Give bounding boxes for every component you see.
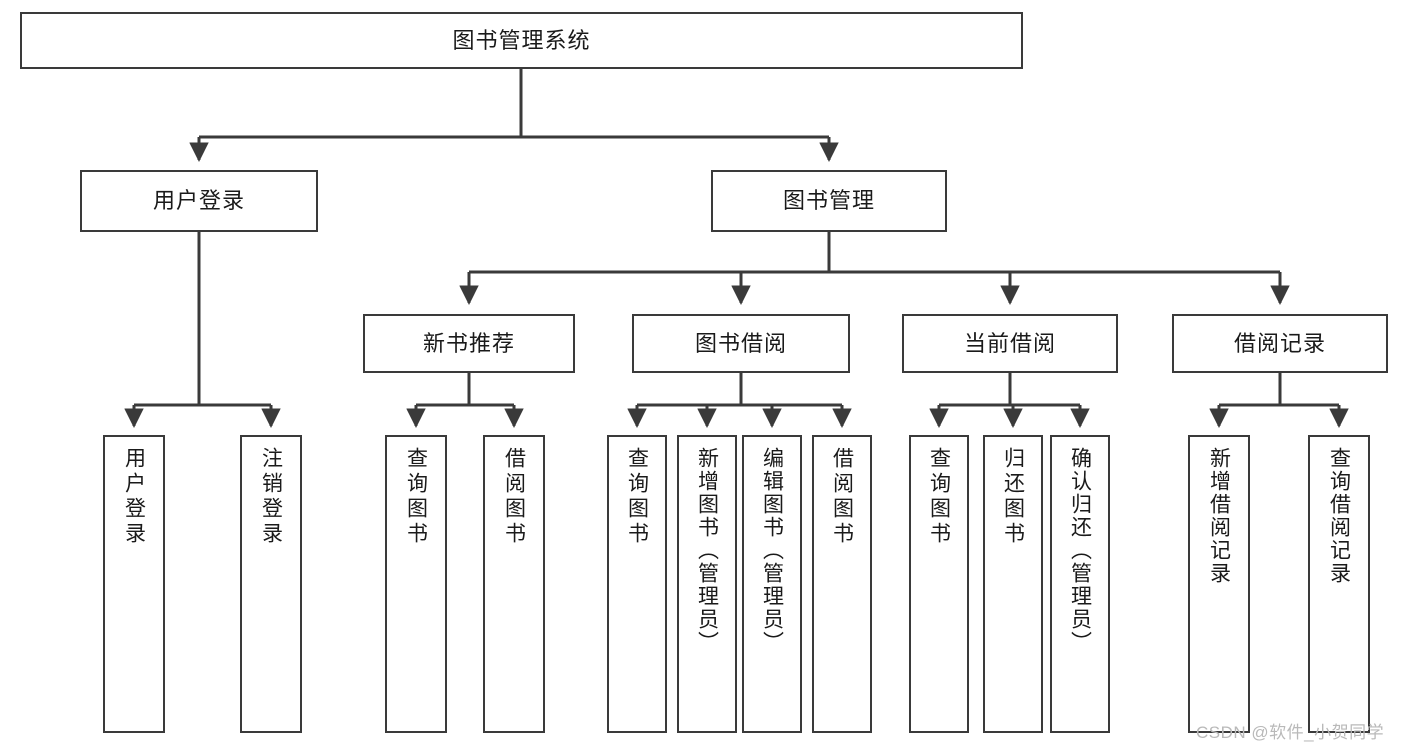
leaf-borrow-book[interactable]: 借阅图书 (812, 435, 872, 733)
node-current-borrow[interactable]: 当前借阅 (902, 314, 1118, 373)
node-borrow-record[interactable]: 借阅记录 (1172, 314, 1388, 373)
node-label: 查询借阅记录 (1327, 447, 1351, 585)
node-label: 新增借阅记录 (1207, 447, 1231, 585)
node-label: 注销登录 (259, 447, 283, 547)
node-label: 图书管理系统 (452, 27, 591, 53)
node-label: 借阅记录 (1233, 330, 1326, 356)
node-new-book-recommend[interactable]: 新书推荐 (363, 314, 575, 373)
leaf-borrow-book-recommend[interactable]: 借阅图书 (483, 435, 545, 733)
node-label: 用户登录 (122, 447, 146, 547)
node-label: 查询图书 (625, 447, 649, 547)
node-book-management[interactable]: 图书管理 (711, 170, 947, 232)
node-label: 用户登录 (152, 188, 245, 214)
node-label: 当前借阅 (963, 330, 1056, 356)
node-label: 新书推荐 (422, 330, 515, 356)
node-label: 查询图书 (927, 447, 951, 547)
node-book-borrow[interactable]: 图书借阅 (632, 314, 850, 373)
node-label: 借阅图书 (502, 447, 526, 547)
leaf-edit-book-admin[interactable]: 编辑图书（管理员） (742, 435, 802, 733)
leaf-query-book-borrow[interactable]: 查询图书 (607, 435, 667, 733)
leaf-add-borrow-record[interactable]: 新增借阅记录 (1188, 435, 1250, 733)
node-label: 归还图书 (1001, 447, 1025, 547)
node-label: 图书借阅 (694, 330, 787, 356)
leaf-confirm-return-admin[interactable]: 确认归还（管理员） (1050, 435, 1110, 733)
csdn-watermark: CSDN @软件_小贺同学 (1196, 723, 1385, 742)
leaf-add-book-admin[interactable]: 新增图书（管理员） (677, 435, 737, 733)
node-user-login[interactable]: 用户登录 (80, 170, 318, 232)
node-book-management-system[interactable]: 图书管理系统 (20, 12, 1023, 69)
leaf-query-borrow-record[interactable]: 查询借阅记录 (1308, 435, 1370, 733)
node-label: 新增图书（管理员） (695, 447, 719, 654)
node-label: 借阅图书 (830, 447, 854, 547)
leaf-return-book[interactable]: 归还图书 (983, 435, 1043, 733)
leaf-user-login[interactable]: 用户登录 (103, 435, 165, 733)
node-label: 确认归还（管理员） (1068, 447, 1092, 654)
node-label: 图书管理 (782, 188, 875, 214)
leaf-query-book-recommend[interactable]: 查询图书 (385, 435, 447, 733)
leaf-logout-login[interactable]: 注销登录 (240, 435, 302, 733)
node-label: 编辑图书（管理员） (760, 447, 784, 654)
node-label: 查询图书 (404, 447, 428, 547)
leaf-query-book-current[interactable]: 查询图书 (909, 435, 969, 733)
